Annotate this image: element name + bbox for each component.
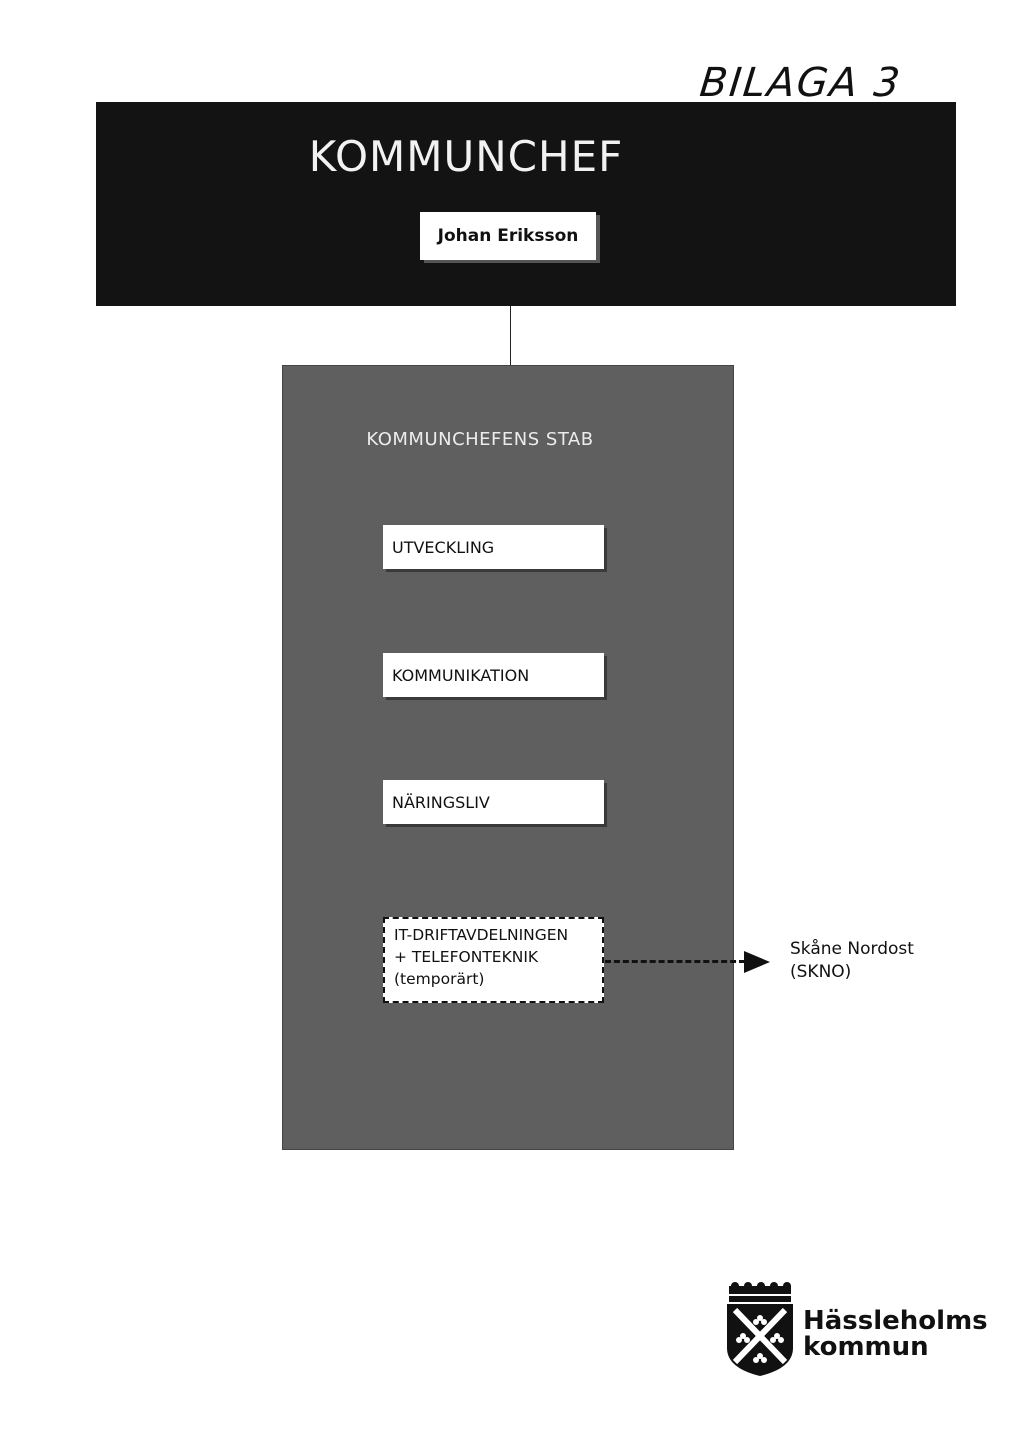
hassleholm-logo: Hässleholms kommun bbox=[725, 1282, 995, 1378]
annotation-bilaga: BILAGA 3 bbox=[697, 60, 904, 106]
kommunchef-block: KOMMUNCHEF Johan Eriksson bbox=[96, 102, 956, 306]
kommunchef-title: KOMMUNCHEF bbox=[308, 132, 624, 181]
it-unit-line-2: + TELEFONTEKNIK bbox=[394, 948, 539, 966]
it-unit-line-1: IT-DRIFTAVDELNINGEN bbox=[394, 926, 569, 944]
arrow-head-icon bbox=[744, 951, 770, 973]
it-unit-line-3: (temporärt) bbox=[394, 970, 485, 988]
stab-title: KOMMUNCHEFENS STAB bbox=[366, 429, 594, 450]
logo-line-2: kommun bbox=[803, 1332, 929, 1362]
logo-wordmark: Hässleholms kommun bbox=[803, 1308, 988, 1360]
dashed-link-line bbox=[605, 960, 745, 963]
kommunchef-name-box: Johan Eriksson bbox=[420, 212, 596, 260]
unit-kommunikation: KOMMUNIKATION bbox=[383, 653, 604, 697]
unit-utveckling: UTVECKLING bbox=[383, 525, 604, 569]
stab-block: KOMMUNCHEFENS STAB UTVECKLING KOMMUNIKAT… bbox=[282, 365, 734, 1150]
connector-line bbox=[510, 306, 511, 366]
external-org-line-1: Skåne Nordost bbox=[790, 939, 914, 959]
external-org-label: Skåne Nordost (SKNO) bbox=[790, 938, 914, 984]
crest-icon bbox=[727, 1282, 793, 1376]
logo-line-1: Hässleholms bbox=[803, 1306, 988, 1336]
external-org-line-2: (SKNO) bbox=[790, 962, 852, 982]
unit-naringsliv: NÄRINGSLIV bbox=[383, 780, 604, 824]
unit-it-drift: IT-DRIFTAVDELNINGEN + TELEFONTEKNIK (tem… bbox=[383, 917, 604, 1003]
